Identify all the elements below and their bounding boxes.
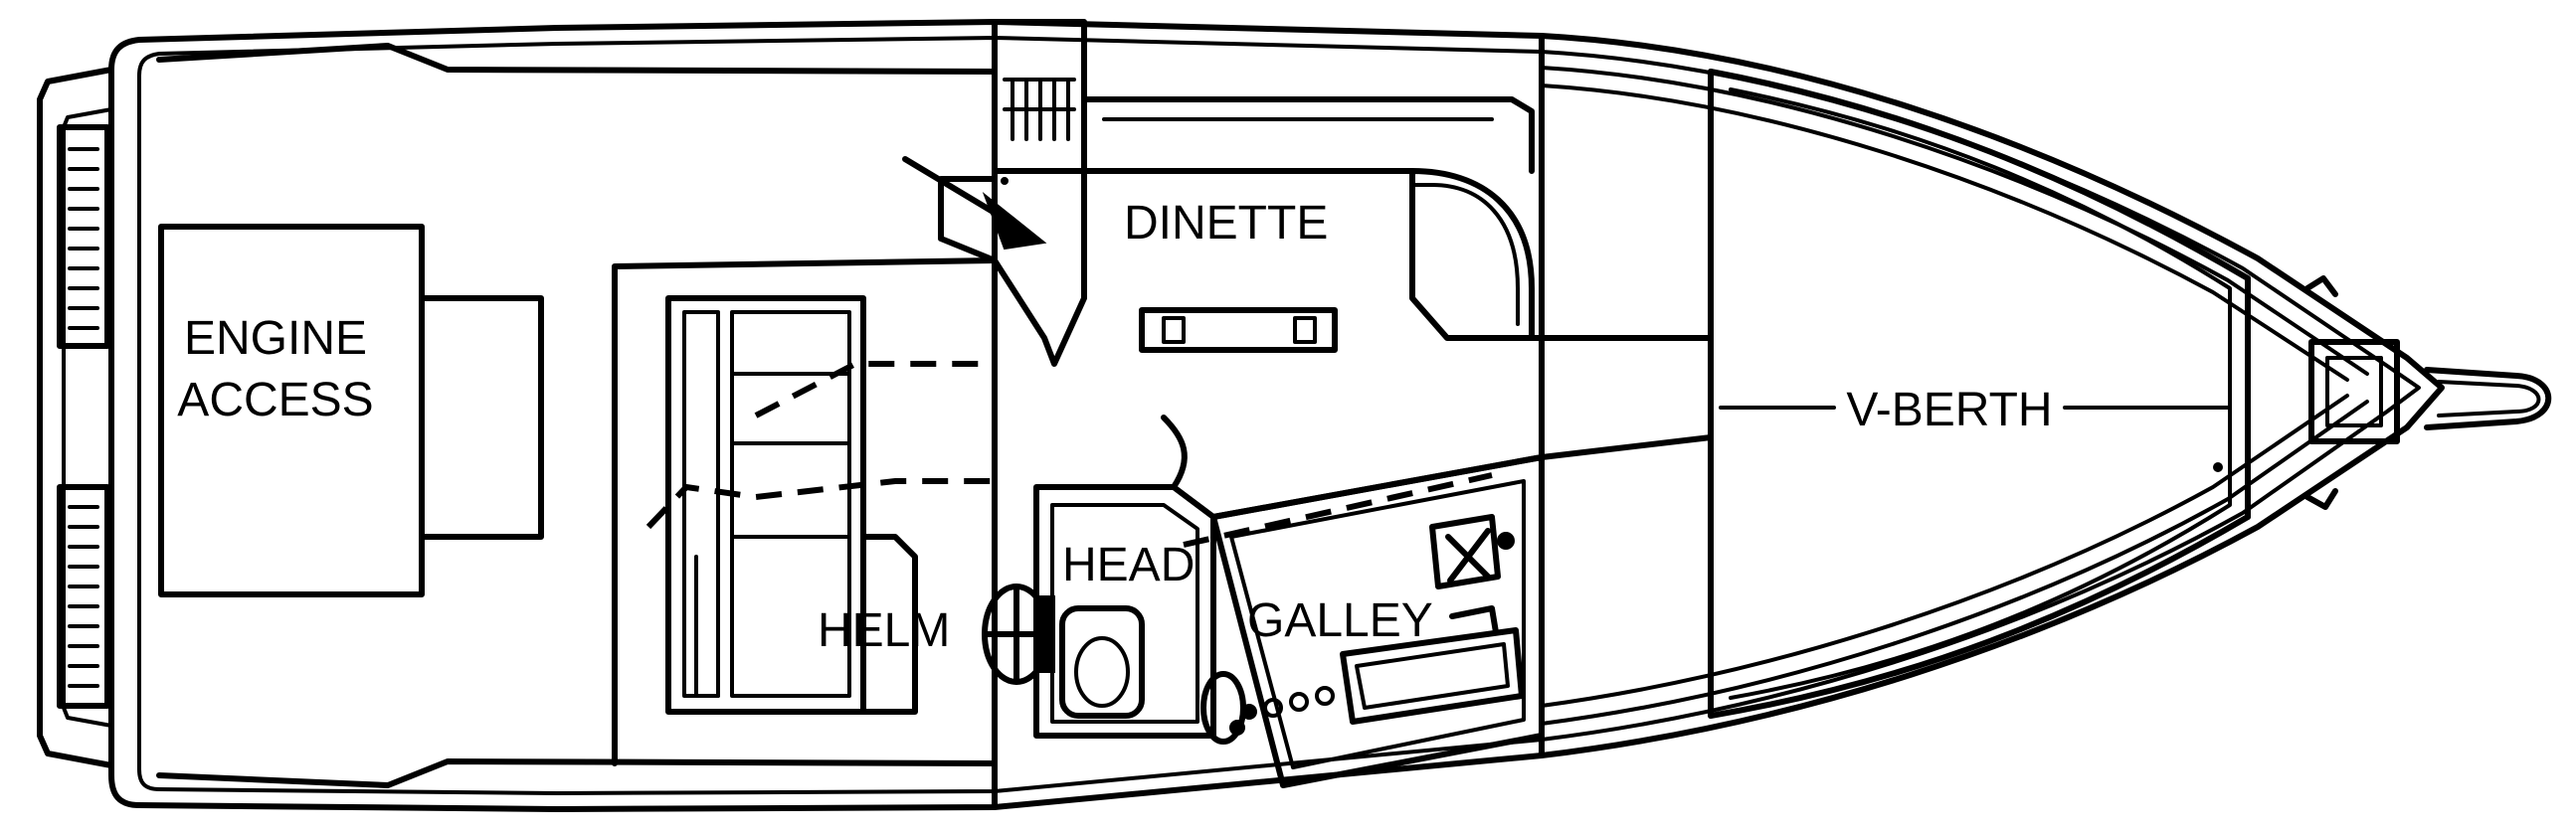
- dinette-label: DINETTE: [1124, 197, 1328, 250]
- dinette: [1081, 96, 1535, 353]
- bow-hatch: [2308, 339, 2400, 444]
- stern-vent-upper: [68, 147, 99, 330]
- v-berth-label: V-BERTH: [1846, 384, 2052, 436]
- helm-label: HELM: [818, 604, 950, 657]
- galley-label: GALLEY: [1247, 594, 1433, 647]
- helm-dashed-line-upper: [754, 361, 995, 418]
- sink-icon: [1340, 605, 1525, 725]
- cockpit: ENGINE ACCESS: [156, 43, 998, 788]
- engine-access-step: [419, 295, 544, 540]
- bow-pulpit: [2424, 367, 2552, 430]
- head: [1033, 415, 1216, 739]
- swim-platform: [37, 67, 114, 768]
- galley: [1200, 454, 1545, 788]
- head-label: HEAD: [1062, 539, 1195, 591]
- engine-access-label-line2: ACCESS: [177, 374, 373, 426]
- companionway-arrow-icon: [902, 156, 1047, 251]
- bow-cleat-icon: [2304, 275, 2338, 510]
- dinette-table: [1139, 307, 1338, 353]
- hull-outline: [108, 19, 2445, 812]
- windshield-bulkhead: [992, 19, 1087, 808]
- v-berth: [1708, 69, 2251, 719]
- stern-vent-lower: [68, 505, 99, 688]
- helm-seating: [612, 257, 998, 766]
- deck-fitting: [1001, 177, 1009, 185]
- toilet-icon: [1059, 605, 1145, 719]
- helm-dashed-line-lower: [645, 478, 995, 530]
- galley-stool-icon: [1200, 671, 1257, 745]
- deck-fitting: [2213, 462, 2223, 472]
- companionway: [938, 168, 1087, 367]
- control-knobs-icon: [1263, 686, 1335, 718]
- engine-access-label-line1: ENGINE: [184, 312, 367, 365]
- stove-burner-icon: [1429, 514, 1515, 589]
